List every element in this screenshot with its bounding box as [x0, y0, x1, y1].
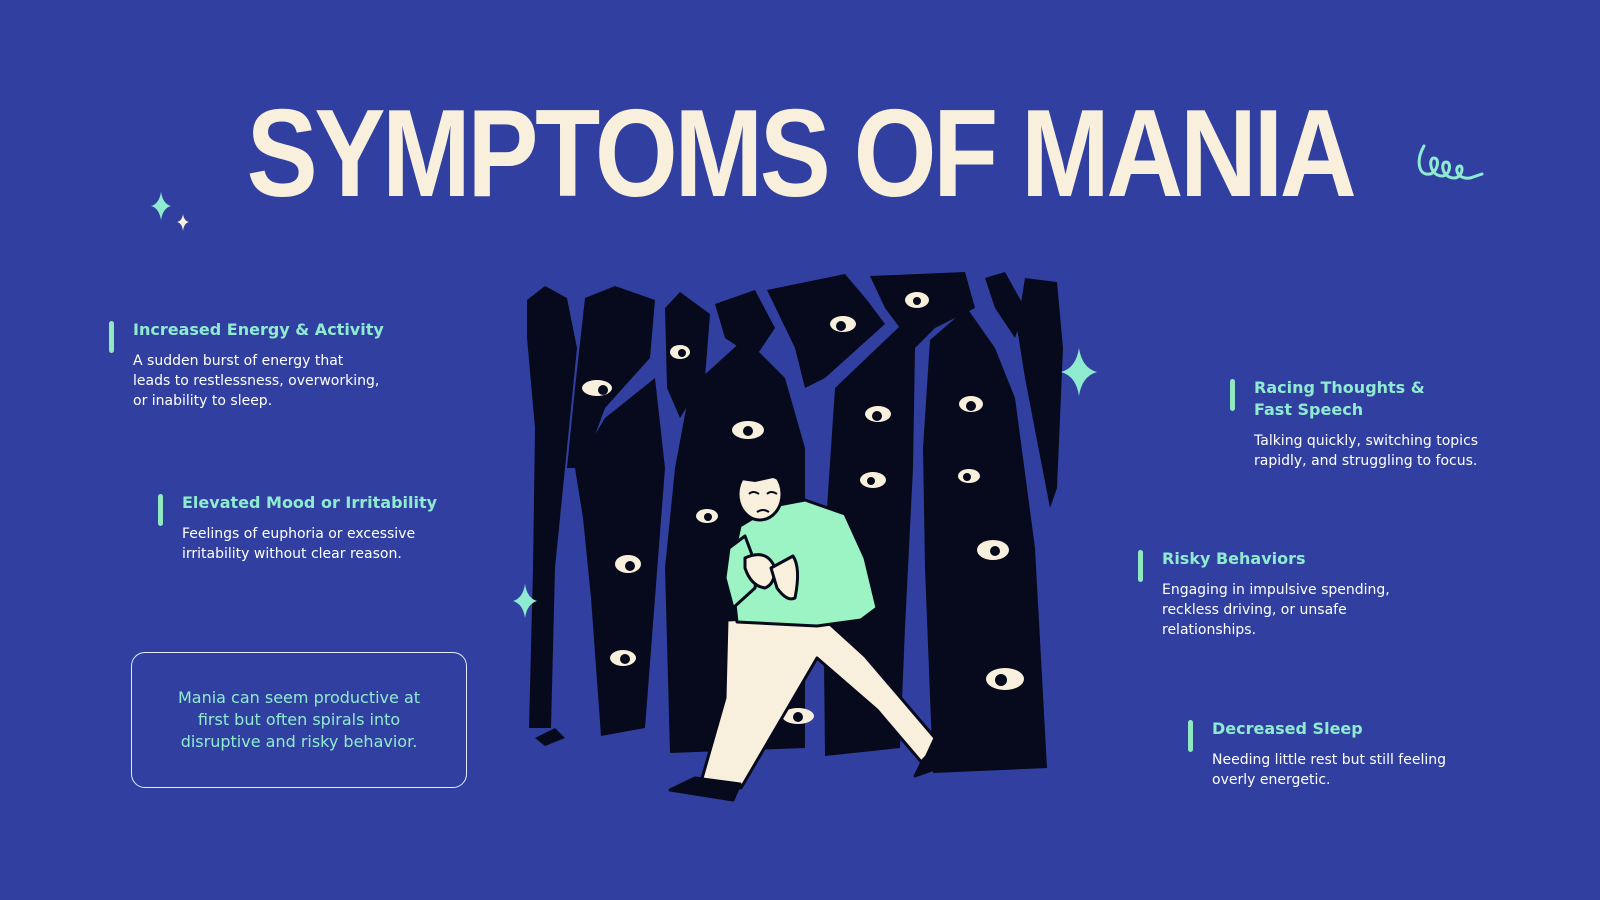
sparkle-icon — [151, 192, 189, 231]
page-title: SYMPTOMS OF MANIA — [246, 85, 1357, 223]
accent-bar — [1188, 720, 1193, 752]
symptom-description: Talking quickly, switching topics rapidl… — [1254, 433, 1479, 469]
symptom-risky-behaviors: Risky Behaviors Engaging in impulsive sp… — [1138, 548, 1408, 640]
symptom-racing-thoughts: Racing Thoughts & Fast Speech Talking qu… — [1230, 377, 1490, 471]
symptom-description: A sudden burst of energy that leads to r… — [133, 353, 380, 409]
symptom-heading: Risky Behaviors — [1162, 549, 1306, 568]
note-text: Mania can seem productive at first but o… — [177, 688, 421, 751]
symptom-decreased-sleep: Decreased Sleep Needing little rest but … — [1188, 718, 1468, 790]
symptom-increased-energy: Increased Energy & Activity A sudden bur… — [109, 319, 389, 411]
squiggle-icon — [1417, 144, 1484, 180]
symptom-description: Engaging in impulsive spending, reckless… — [1162, 582, 1390, 638]
symptom-elevated-mood: Elevated Mood or Irritability Feelings o… — [158, 492, 458, 564]
accent-bar — [1230, 379, 1235, 411]
symptom-description: Feelings of euphoria or excessive irrita… — [182, 526, 416, 562]
accent-bar — [109, 321, 114, 353]
symptom-heading: Decreased Sleep — [1212, 719, 1363, 738]
accent-bar — [1138, 550, 1143, 582]
accent-bar — [158, 494, 163, 526]
symptom-heading: Elevated Mood or Irritability — [182, 493, 438, 512]
symptom-heading: Racing Thoughts & Fast Speech — [1254, 378, 1425, 419]
symptom-description: Needing little rest but still feeling ov… — [1212, 752, 1446, 788]
symptom-heading: Increased Energy & Activity — [133, 320, 384, 339]
forest-illustration — [513, 272, 1097, 802]
note-box: Mania can seem productive at first but o… — [131, 652, 467, 788]
